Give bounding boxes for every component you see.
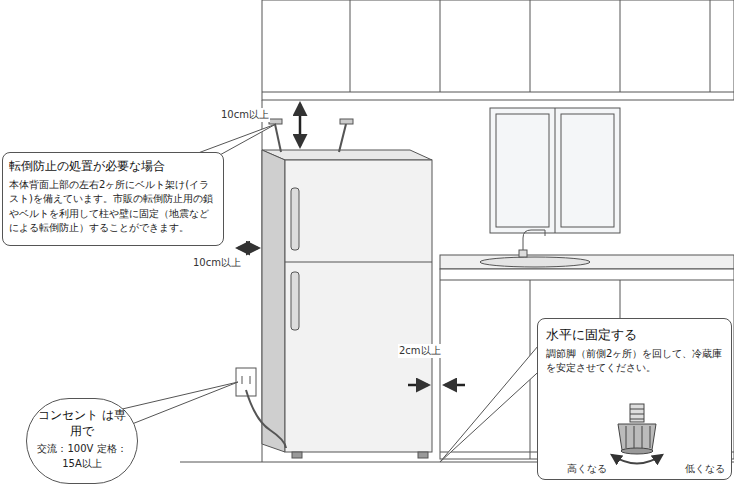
callout-body: 交流：100V 定格：15A以上 [36, 442, 128, 471]
clearance-dimension: 2cm以上 [398, 344, 442, 358]
callout-body: 調節脚（前側2ヶ所）を回して、冷蔵庫を安定させてください。 [546, 347, 723, 376]
clearance-dimension: 10cm以上 [220, 108, 270, 122]
callout-heading: 転倒防止の処置が必要な場合 [9, 159, 217, 175]
callout-heading: 水平に固定する [546, 327, 723, 344]
callout-heading: コンセント は専用で [36, 408, 128, 439]
outlet-callout: コンセント は専用で交流：100V 定格：15A以上 [26, 398, 138, 484]
callout-body: 本体背面上部の左右2ヶ所にベルト架け(イラスト)を備えています。市販の転倒防止用… [9, 178, 217, 236]
level-adjust-box: 水平に固定する調節脚（前側2ヶ所）を回して、冷蔵庫を安定させてください。 [537, 318, 732, 480]
rotation-label: 高くなる [566, 462, 608, 476]
rotation-label: 低くなる [684, 462, 726, 476]
topple-callout: 転倒防止の処置が必要な場合本体背面上部の左右2ヶ所にベルト架け(イラスト)を備え… [2, 152, 224, 246]
clearance-dimension: 10cm以上 [192, 256, 242, 270]
